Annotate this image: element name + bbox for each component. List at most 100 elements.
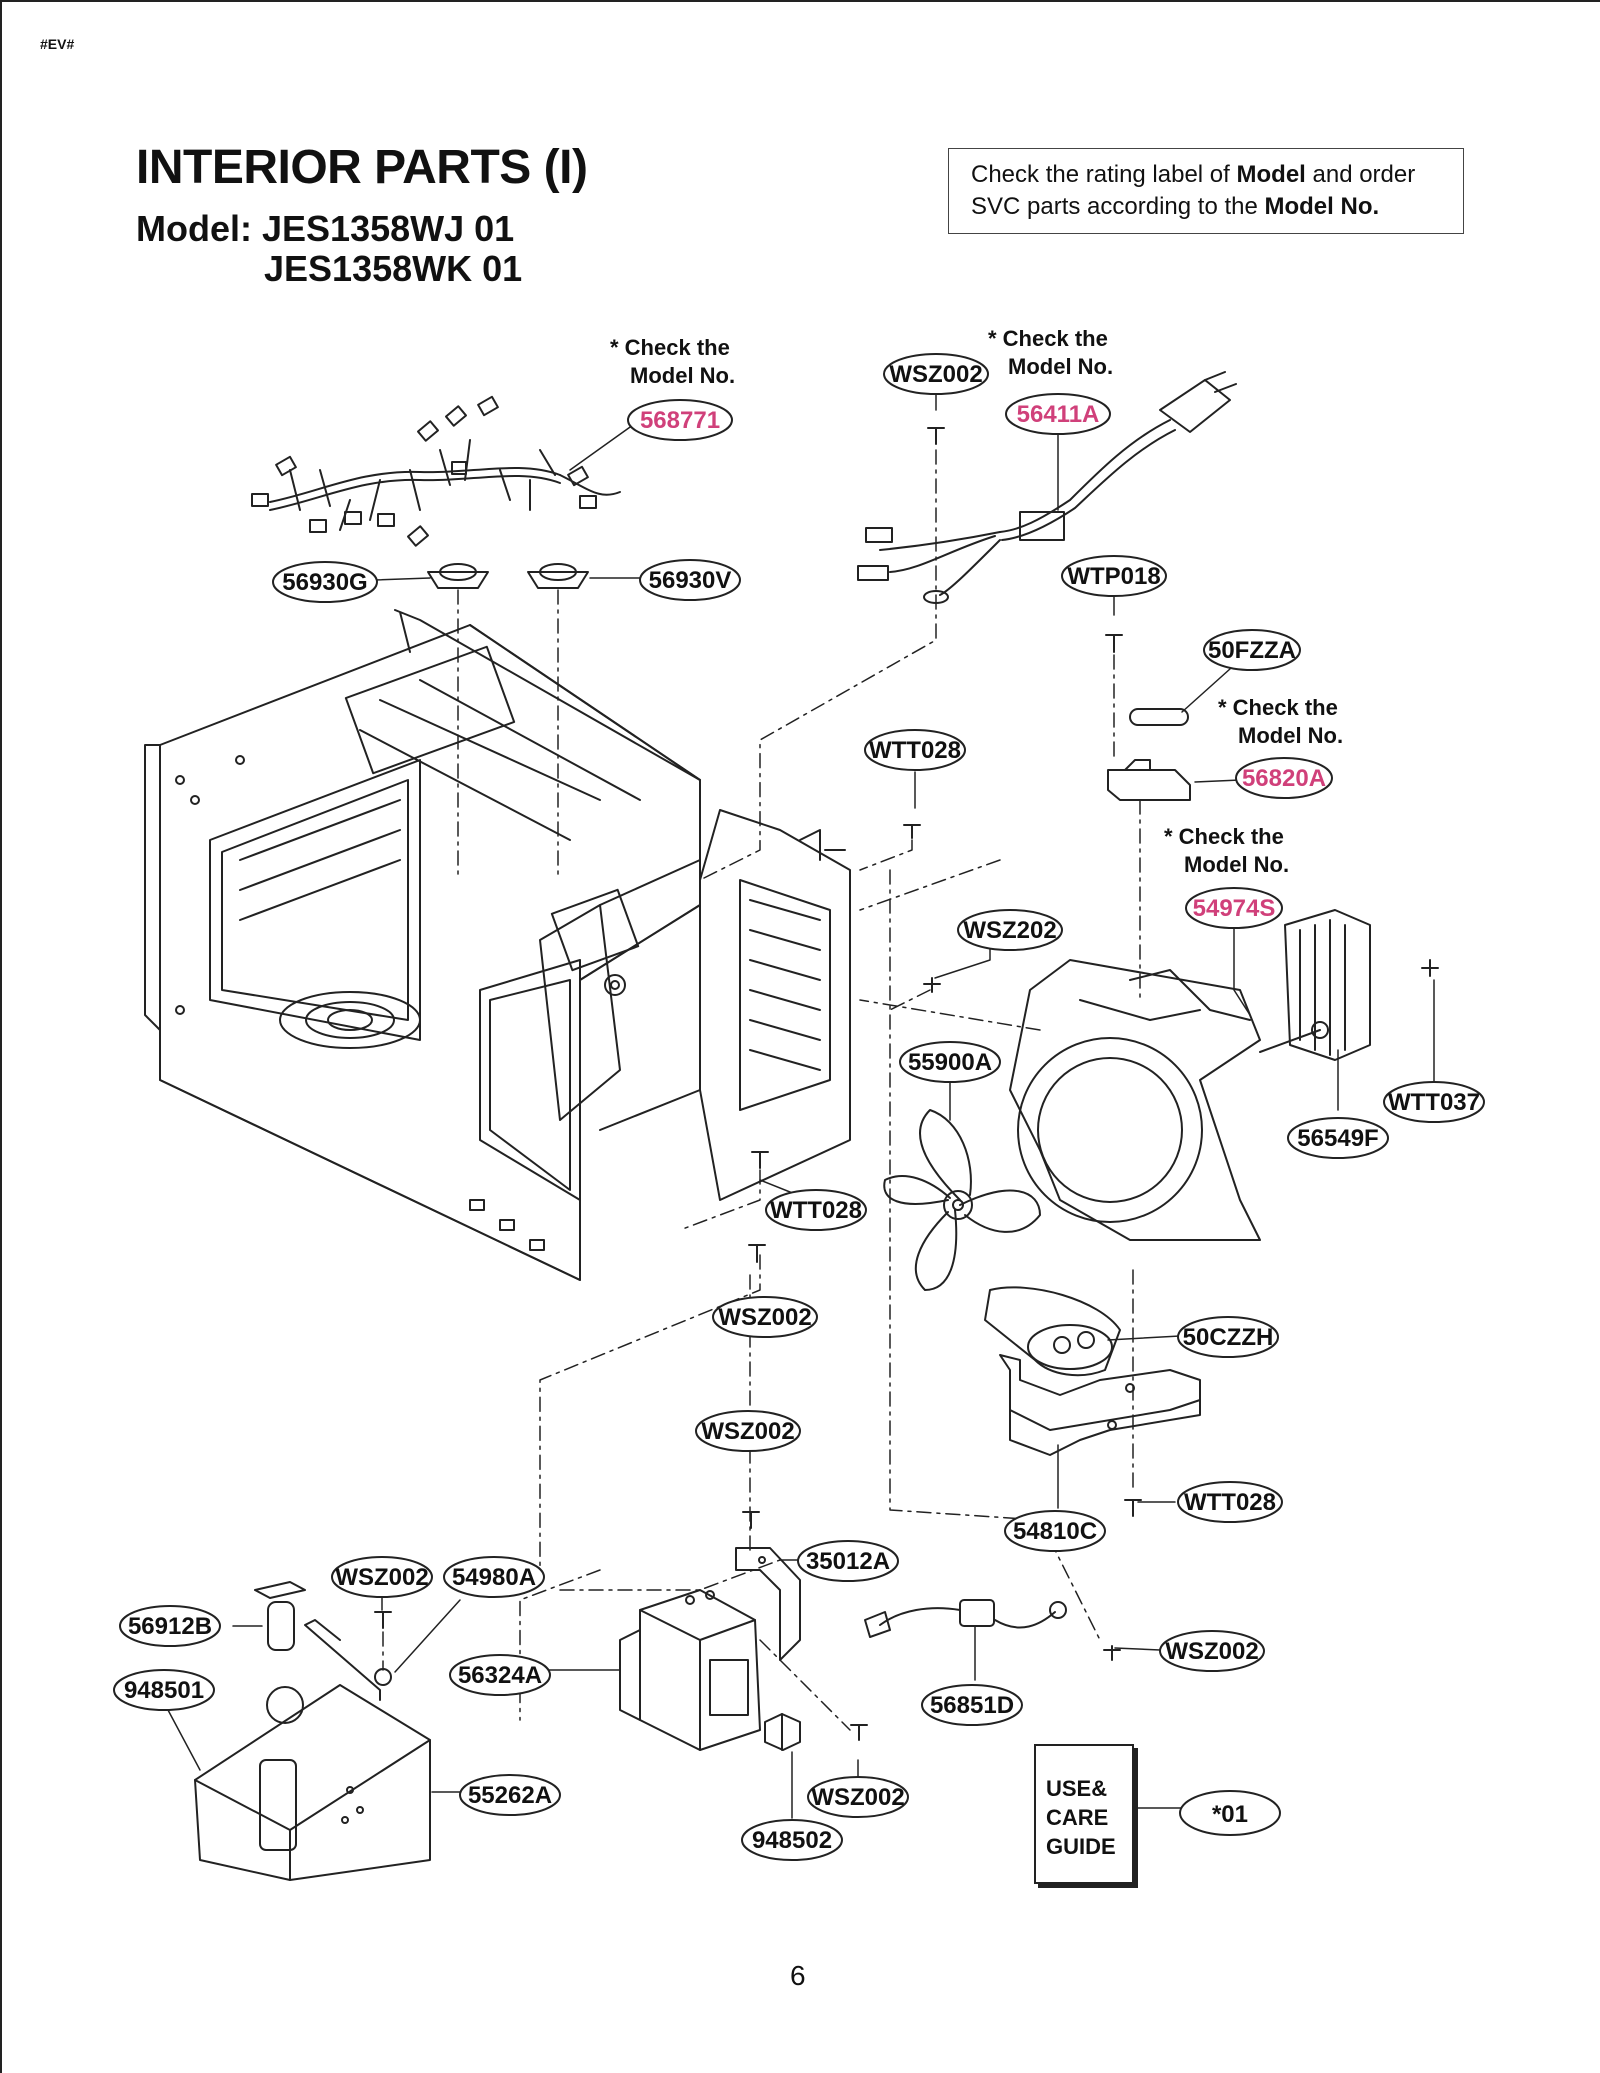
capacitor <box>984 1286 1121 1377</box>
page-title: INTERIOR PARTS (I) <box>136 141 588 194</box>
thermostat-right <box>527 563 589 589</box>
label-oval-manual-ref <box>1179 1790 1281 1836</box>
label-capacitor: 50CZZH <box>1183 1324 1274 1351</box>
check-note-harness: * Check the Model No. <box>610 334 735 390</box>
label-wsz002-b: WSZ002 <box>718 1304 811 1331</box>
label-wsz002-d: WSZ002 <box>1165 1638 1258 1665</box>
leader-lines <box>167 394 1435 1819</box>
label-oval-lamp-socket <box>113 1669 215 1711</box>
label-cap-bracket: 54810C <box>1013 1518 1097 1545</box>
model-1: JES1358WJ 01 <box>262 208 515 249</box>
fan-motor <box>1259 909 1371 1061</box>
notice-box: Check the rating label of Model and orde… <box>948 148 1464 234</box>
label-oval-spring <box>443 1556 545 1598</box>
model-prefix: Model: <box>136 208 252 249</box>
label-wtp018: WTP018 <box>1067 563 1160 590</box>
notice-text-1: Check the rating label of <box>971 161 1237 188</box>
manual-line-2: CARE <box>1046 1805 1109 1830</box>
label-spring: 54980A <box>452 1564 536 1591</box>
label-oval-wsz002-d <box>1159 1630 1265 1672</box>
label-fuse: 50FZZA <box>1208 637 1296 664</box>
check-note-line2: Model No. <box>1008 354 1114 379</box>
check-note-line1: * Check the <box>988 326 1108 351</box>
fuse-holder <box>1107 759 1191 801</box>
model-label: Model: JES1358WJ 01 <box>136 208 514 250</box>
label-wsz002-e: WSZ002 <box>335 1564 428 1591</box>
label-manual-ref: *01 <box>1212 1801 1248 1828</box>
label-oval-thermo-left <box>272 561 378 603</box>
label-thermo-right: 56930V <box>649 567 732 594</box>
wire-harness <box>251 395 621 547</box>
hv-diode <box>864 1599 1067 1638</box>
notice-bold-1: Model <box>1236 161 1306 188</box>
use-care-guide-book: USE& CARE GUIDE <box>1034 1744 1134 1884</box>
manual-line-1: USE& <box>1046 1776 1108 1801</box>
label-oval-fuse <box>1203 629 1301 671</box>
label-oval-diode <box>921 1684 1023 1726</box>
fan-blade <box>883 1109 1041 1291</box>
label-magnetron: 56324A <box>458 1662 542 1689</box>
label-wsz002-f: WSZ002 <box>811 1784 904 1811</box>
label-wtt028-b: WTT028 <box>770 1197 862 1224</box>
fan-duct <box>1009 959 1261 1241</box>
label-oval-power-cord <box>1005 393 1111 435</box>
notice-bold-2: Model No. <box>1264 193 1380 220</box>
label-thermo-left: 56930G <box>282 569 367 596</box>
check-note-line2: Model No. <box>1238 723 1344 748</box>
notice-text-2: and order SVC parts according to the <box>971 161 1416 220</box>
label-oval-cap-bracket <box>1004 1510 1106 1552</box>
label-oval-fan-duct <box>1185 887 1283 929</box>
power-cord <box>857 371 1237 604</box>
label-fuse-holder: 56820A <box>1242 765 1326 792</box>
label-oval-wsz002-c <box>695 1410 801 1452</box>
label-harness: 568771 <box>640 407 720 434</box>
label-oval-fuse-holder <box>1235 757 1333 799</box>
label-oval-wtt037 <box>1383 1081 1485 1123</box>
check-note-fuse: * Check the Model No. <box>1218 694 1343 750</box>
label-duct: 55262A <box>468 1782 552 1809</box>
label-oval-wtt028-b <box>765 1189 867 1231</box>
label-power-cord: 56411A <box>1017 401 1100 428</box>
label-wtt028-a: WTT028 <box>869 737 961 764</box>
label-oval-wtt028-c <box>1177 1481 1283 1523</box>
label-oval-wtp018 <box>1061 555 1167 597</box>
label-oval-wtt028-a <box>864 729 966 771</box>
label-wtt028-c: WTT028 <box>1184 1489 1276 1516</box>
oven-cavity <box>144 609 851 1281</box>
label-diode: 56851D <box>930 1692 1014 1719</box>
check-note-duct: * Check the Model No. <box>1164 823 1289 879</box>
label-wsz002-c: WSZ002 <box>701 1418 794 1445</box>
label-oval-wsz002-b <box>712 1296 818 1338</box>
label-oval-35012a <box>797 1540 899 1582</box>
check-note-cord: * Check the Model No. <box>988 325 1113 381</box>
label-oval-harness <box>627 399 733 441</box>
label-35012a: 35012A <box>806 1548 890 1575</box>
label-thermistor: 948502 <box>752 1827 832 1854</box>
thermostat-left <box>427 563 489 589</box>
screw-icons <box>374 427 1439 1741</box>
capacitor-bracket <box>999 1354 1201 1456</box>
lamp <box>254 1581 306 1651</box>
check-note-line2: Model No. <box>630 363 736 388</box>
magnetron <box>619 1589 761 1751</box>
page-number: 6 <box>790 1960 806 1991</box>
light-duct <box>194 1684 431 1881</box>
label-lamp: 56912B <box>128 1613 212 1640</box>
label-wtt037: WTT037 <box>1388 1089 1480 1116</box>
label-screw-top: WSZ002 <box>889 361 982 388</box>
check-note-line1: * Check the <box>1218 695 1338 720</box>
label-oval-wsz002-f <box>807 1776 909 1818</box>
check-note-line1: * Check the <box>1164 824 1284 849</box>
label-oval-thermo-right <box>639 559 741 601</box>
label-oval-fan-blade <box>899 1041 1001 1083</box>
label-fan-duct: 54974S <box>1193 895 1276 922</box>
check-note-line2: Model No. <box>1184 852 1290 877</box>
label-oval-screw-top <box>883 353 989 395</box>
manual-line-3: GUIDE <box>1046 1834 1116 1859</box>
label-lamp-socket: 948501 <box>124 1677 204 1704</box>
label-wsz202: WSZ202 <box>963 917 1056 944</box>
page-code: #EV# <box>40 36 75 52</box>
label-oval-capacitor <box>1177 1316 1279 1358</box>
